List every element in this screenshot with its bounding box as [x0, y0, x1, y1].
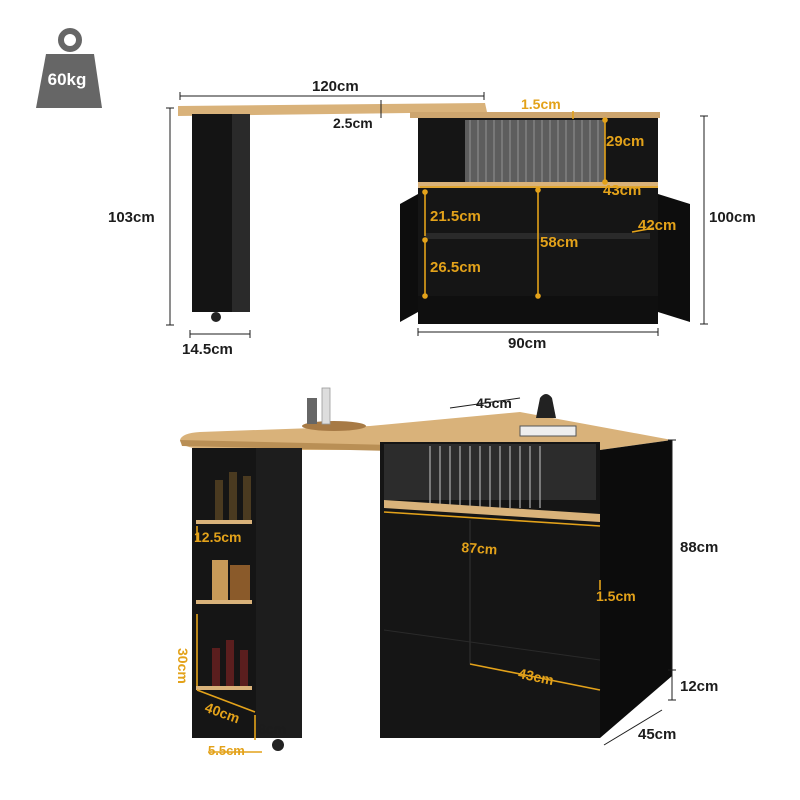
table-height-label: 103cm — [108, 209, 155, 226]
inner-width-label: 87cm — [460, 539, 498, 558]
table-top — [178, 103, 487, 116]
bottles — [212, 472, 251, 686]
right-door — [658, 194, 690, 322]
shelf-spacing-label: 12.5cm — [194, 529, 242, 545]
weight-label: 60kg — [47, 70, 87, 89]
plinth-height-label: 12cm — [680, 678, 719, 695]
inner-depth-label: 42cm — [638, 217, 677, 234]
tabletop-items — [302, 387, 577, 437]
body-height-label: 88cm — [680, 539, 719, 556]
left-door — [400, 194, 418, 322]
compartment-lower-label: 26.5cm — [430, 259, 481, 276]
caster-height-label: 5.5cm — [208, 743, 245, 758]
niche-height-label: 30cm — [175, 648, 191, 684]
caster — [272, 739, 284, 751]
cabinet-width-label: 90cm — [508, 335, 547, 352]
shelf-depth-label: 43cm — [603, 182, 642, 199]
compartment-upper-label: 21.5cm — [430, 208, 481, 225]
table-thickness-label: 2.5cm — [333, 115, 373, 131]
inner-height-label: 58cm — [540, 234, 579, 251]
leg-width-label: 14.5cm — [182, 341, 233, 358]
panel-thickness-label: 1.5cm — [596, 588, 636, 604]
table-top-extension — [410, 112, 660, 118]
cabinet-base — [418, 296, 658, 324]
table-length-label: 120cm — [312, 78, 359, 95]
side-width-label: 8cm — [258, 721, 287, 737]
depth-label: 45cm — [638, 726, 677, 743]
l-table-top — [180, 412, 672, 450]
leg-caster — [211, 312, 221, 322]
top-thickness-label: 1.5cm — [521, 96, 561, 112]
upper-shelf-height-label: 29cm — [606, 133, 645, 150]
top-overhang-label: 45cm — [476, 395, 512, 411]
wood-shelf — [384, 500, 600, 522]
weight-icon — [36, 28, 102, 108]
cabinet-height-label: 100cm — [709, 209, 756, 226]
middle-shelf — [418, 182, 658, 188]
